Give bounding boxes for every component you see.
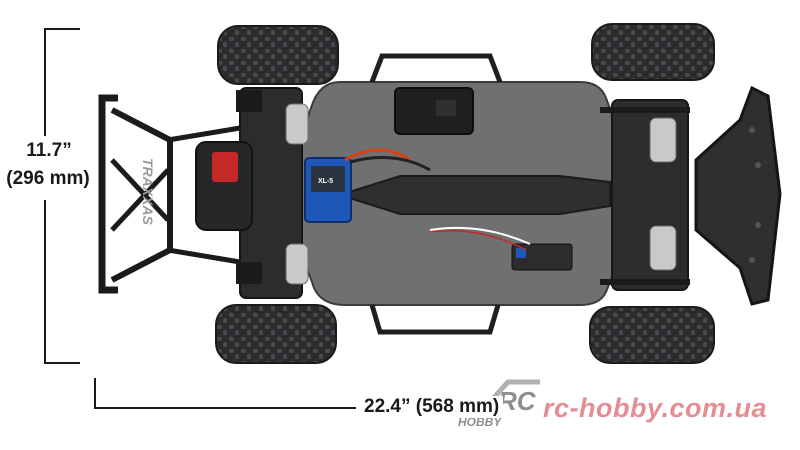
front-bumper — [694, 85, 782, 306]
tire-front-left — [591, 23, 715, 81]
height-dimension-bottom-tick — [44, 362, 80, 364]
height-dimension-line-lower — [44, 200, 46, 364]
nerf-bar-bottom — [369, 304, 501, 335]
wing-brand-decal: TRAXXAS — [140, 158, 156, 226]
svg-text:HOBBY: HOBBY — [458, 415, 502, 429]
watermark-site-url: rc-hobby.com.ua — [543, 393, 768, 423]
height-measurement-inches: 11.7” — [26, 140, 72, 161]
esc-unit — [304, 157, 352, 223]
esc-label-decal: XL-5 — [318, 178, 333, 185]
front-shocks — [649, 117, 677, 271]
motor — [195, 141, 253, 231]
svg-text:RC: RC — [498, 386, 537, 416]
height-measurement-mm: (296 mm) — [6, 168, 90, 189]
steering-servo — [511, 243, 573, 271]
width-dimension-line — [94, 407, 356, 409]
chassis-spine — [336, 175, 611, 215]
height-dimension-line-upper — [44, 28, 46, 136]
width-dimension-left-tick — [94, 378, 96, 408]
receiver-box — [394, 87, 474, 135]
tire-rear-left — [217, 25, 339, 85]
nerf-bar-top — [369, 53, 503, 83]
rear-bumper-cage — [98, 94, 241, 294]
width-measurement: 22.4” (568 mm) — [360, 396, 504, 418]
rear-shocks — [285, 103, 309, 285]
height-dimension-top-tick — [44, 28, 80, 30]
tire-rear-right — [215, 304, 337, 364]
tire-front-right — [589, 306, 715, 364]
